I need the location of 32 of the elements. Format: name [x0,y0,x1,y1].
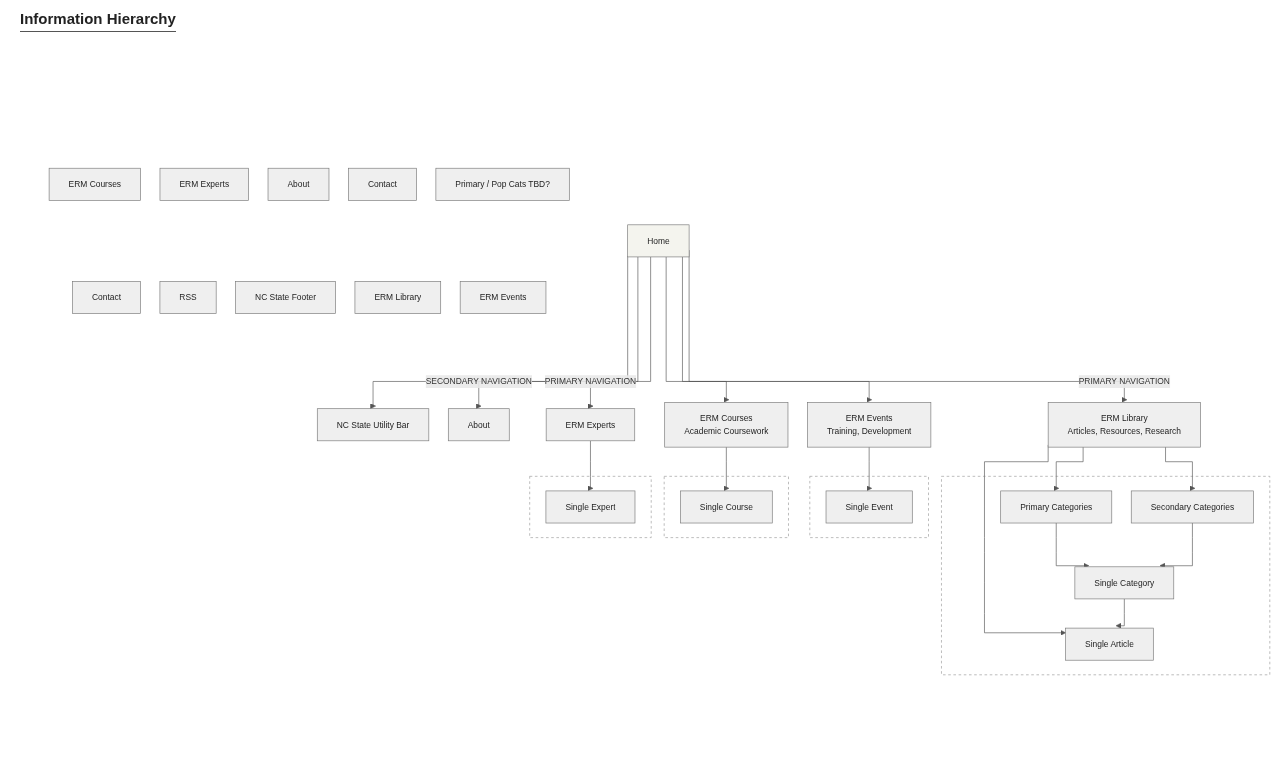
node-box: ERM Library Articles, Resources, Research [1047,401,1201,447]
node-box: RSS [159,280,217,314]
node-box: ERM Events [459,280,547,314]
node-box: NC State Footer [235,280,336,314]
node-box: Contact [72,280,141,314]
edge-label: PRIMARY NAVIGATION [1078,375,1170,386]
node-box: Primary / Pop Cats TBD? [435,167,570,201]
node-box: ERM Courses [48,167,141,201]
node-box: ERM Events Training, Development [807,401,932,447]
node-box: Single Event [825,490,913,523]
edge-label: SECONDARY NAVIGATION [425,375,532,386]
cluster [529,475,652,538]
cluster [809,475,929,538]
node-box: Single Expert [545,490,636,523]
node-box: Contact [348,167,417,201]
node-box: Single Article [1065,627,1154,661]
edge-label: PRIMARY NAVIGATION [544,375,637,386]
node-box: NC State Utility Bar [316,407,430,441]
cluster [941,475,1271,675]
node-box: Single Course [680,490,773,523]
node-box: About [267,167,330,201]
cluster [663,475,789,538]
node-box: About [447,407,510,441]
node-box: ERM Courses Academic Coursework [664,401,789,447]
node-box: Primary Categories [1000,490,1113,523]
node-box: Secondary Categories [1130,490,1254,523]
node-box: ERM Experts [545,407,636,441]
node-box: Single Category [1074,566,1175,599]
diagram-title: Information Hierarchy [20,10,176,32]
node-box: ERM Experts [159,167,249,201]
node-box: ERM Library [354,280,442,314]
node-box: Home [627,224,690,257]
